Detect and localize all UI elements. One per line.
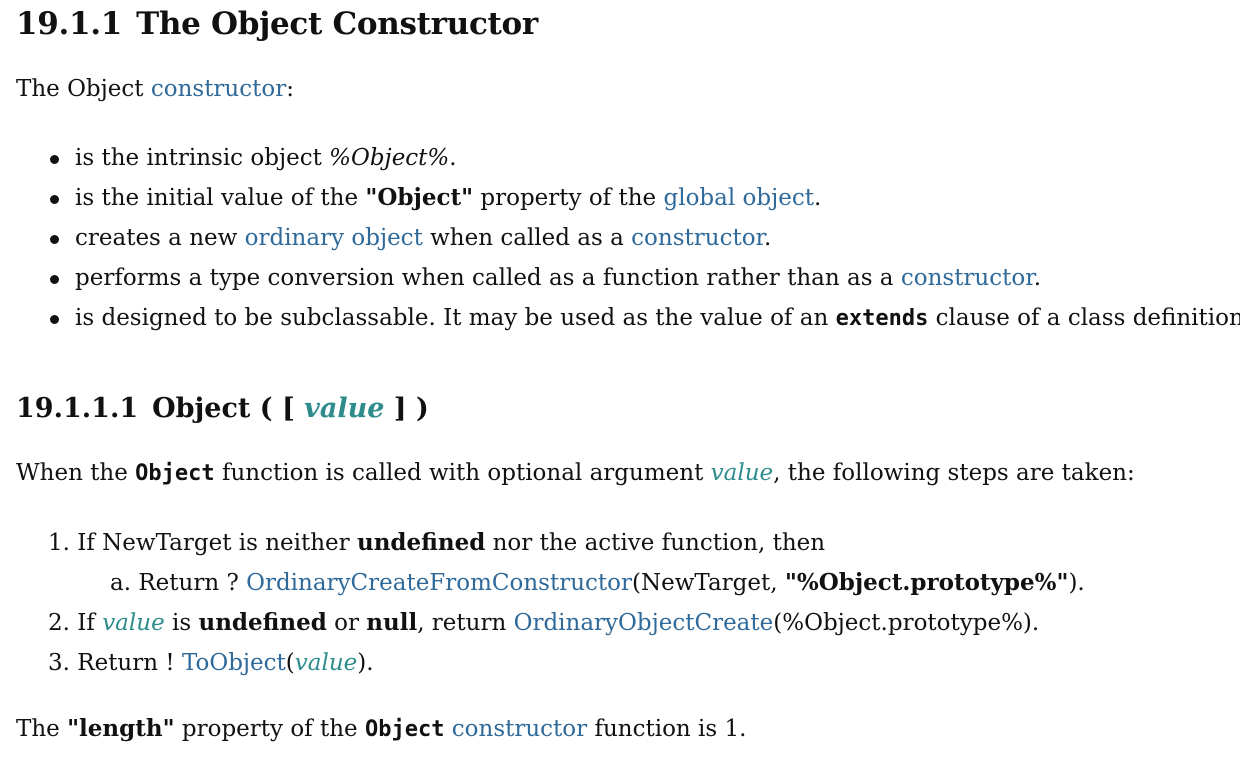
para-text: , the following steps are taken:	[773, 460, 1135, 486]
para-text	[444, 716, 451, 742]
string-literal: "Object"	[365, 184, 474, 211]
object-code: Object	[364, 717, 445, 742]
item-text: .	[764, 225, 772, 251]
item-text: when called as a	[422, 225, 632, 251]
section-title: The Object Constructor	[136, 6, 538, 42]
ordinary-create-from-constructor-link[interactable]: OrdinaryCreateFromConstructor	[246, 570, 632, 596]
item-text: performs a type conversion when called a…	[75, 265, 901, 291]
constructor-link[interactable]: constructor	[631, 225, 765, 251]
null-value: null	[366, 609, 418, 636]
para-text: function is 1.	[587, 716, 747, 742]
para-text: The	[16, 716, 68, 742]
section-number: 19.1.1	[16, 6, 123, 42]
step-text: If NewTarget is neither	[77, 530, 357, 556]
bullet-icon	[50, 275, 59, 284]
step-number: a.	[110, 570, 139, 596]
step-text: Return !	[77, 650, 182, 676]
step-text: nor the active function, then	[485, 530, 826, 556]
item-text: property of the	[473, 185, 664, 211]
subsection-title-close: ] )	[384, 393, 429, 424]
value-var: value	[102, 610, 165, 636]
list-item: creates a new ordinary object when calle…	[48, 223, 1240, 263]
item-text: is designed to be subclassable. It may b…	[75, 305, 836, 331]
para-text: property of the	[174, 716, 365, 742]
string-literal: "length"	[67, 715, 175, 742]
algorithm-steps: 1. If NewTarget is neither undefined nor…	[48, 528, 1085, 688]
intro-colon: :	[286, 76, 294, 102]
list-item: is designed to be subclassable. It may b…	[48, 303, 1240, 343]
step-text: (%Object.prototype%).	[773, 610, 1040, 636]
step-number: 3.	[48, 650, 78, 676]
to-object-link[interactable]: ToObject	[181, 650, 286, 676]
step-2: 2. If value is undefined or null, return…	[48, 608, 1085, 648]
step-1: 1. If NewTarget is neither undefined nor…	[48, 528, 1085, 568]
bullet-icon	[50, 315, 59, 324]
item-text: .	[1033, 265, 1041, 291]
string-literal: "%Object.prototype%"	[784, 569, 1069, 596]
step-text: or	[326, 610, 367, 636]
para-text: function is called with optional argumen…	[214, 460, 711, 486]
item-text: creates a new	[75, 225, 245, 251]
item-text: clause of a class definition.	[928, 305, 1240, 331]
value-var: value	[294, 650, 358, 676]
object-code: Object	[135, 461, 215, 486]
list-item: is the initial value of the "Object" pro…	[48, 183, 1240, 223]
step-1a: a. Return ? OrdinaryCreateFromConstructo…	[48, 568, 1085, 608]
step-text: , return	[417, 610, 514, 636]
item-text: .	[813, 185, 822, 211]
step-text: ).	[357, 650, 374, 676]
subsection-title: Object ( [	[152, 393, 305, 424]
list-item: is the intrinsic object %Object%.	[48, 143, 1240, 183]
intro-text: The Object	[16, 76, 151, 102]
constructor-link[interactable]: constructor	[451, 716, 588, 742]
intro-paragraph: The Object constructor:	[16, 76, 294, 102]
extends-keyword: extends	[835, 306, 929, 331]
constructor-link[interactable]: constructor	[900, 265, 1034, 291]
global-object-link[interactable]: global object	[663, 185, 814, 211]
ordinary-object-create-link[interactable]: OrdinaryObjectCreate	[513, 610, 774, 636]
bullet-icon	[50, 235, 59, 244]
step-text: (NewTarget,	[632, 570, 785, 596]
step-3: 3. Return ! ToObject(value).	[48, 648, 1085, 688]
constructor-link[interactable]: constructor	[150, 76, 287, 102]
value-param: value	[304, 393, 385, 424]
length-paragraph: The "length" property of the Object cons…	[16, 715, 746, 742]
steps-intro-paragraph: When the Object function is called with …	[16, 460, 1135, 486]
list-item: performs a type conversion when called a…	[48, 263, 1240, 303]
item-text: .	[449, 145, 457, 171]
step-text: (	[285, 650, 295, 676]
step-text: ).	[1068, 570, 1085, 596]
step-text: If	[77, 610, 103, 636]
step-text: is	[164, 610, 199, 636]
undefined-value: undefined	[198, 609, 327, 636]
constructor-properties-list: is the intrinsic object %Object%. is the…	[48, 143, 1240, 343]
section-heading: 19.1.1 The Object Constructor	[16, 6, 538, 42]
intrinsic-name: %Object%	[329, 145, 450, 171]
value-var: value	[710, 460, 774, 486]
bullet-icon	[50, 155, 59, 164]
para-text: When the	[16, 460, 136, 486]
step-number: 2.	[48, 610, 78, 636]
item-text: is the initial value of the	[75, 185, 366, 211]
bullet-icon	[50, 195, 59, 204]
subsection-heading: 19.1.1.1 Object ( [ value ] )	[16, 393, 429, 424]
step-number: 1.	[48, 530, 78, 556]
item-text: is the intrinsic object	[75, 145, 330, 171]
ordinary-object-link[interactable]: ordinary object	[244, 225, 423, 251]
subsection-number: 19.1.1.1	[16, 393, 139, 424]
step-text: Return ?	[138, 570, 247, 596]
undefined-value: undefined	[356, 529, 486, 556]
